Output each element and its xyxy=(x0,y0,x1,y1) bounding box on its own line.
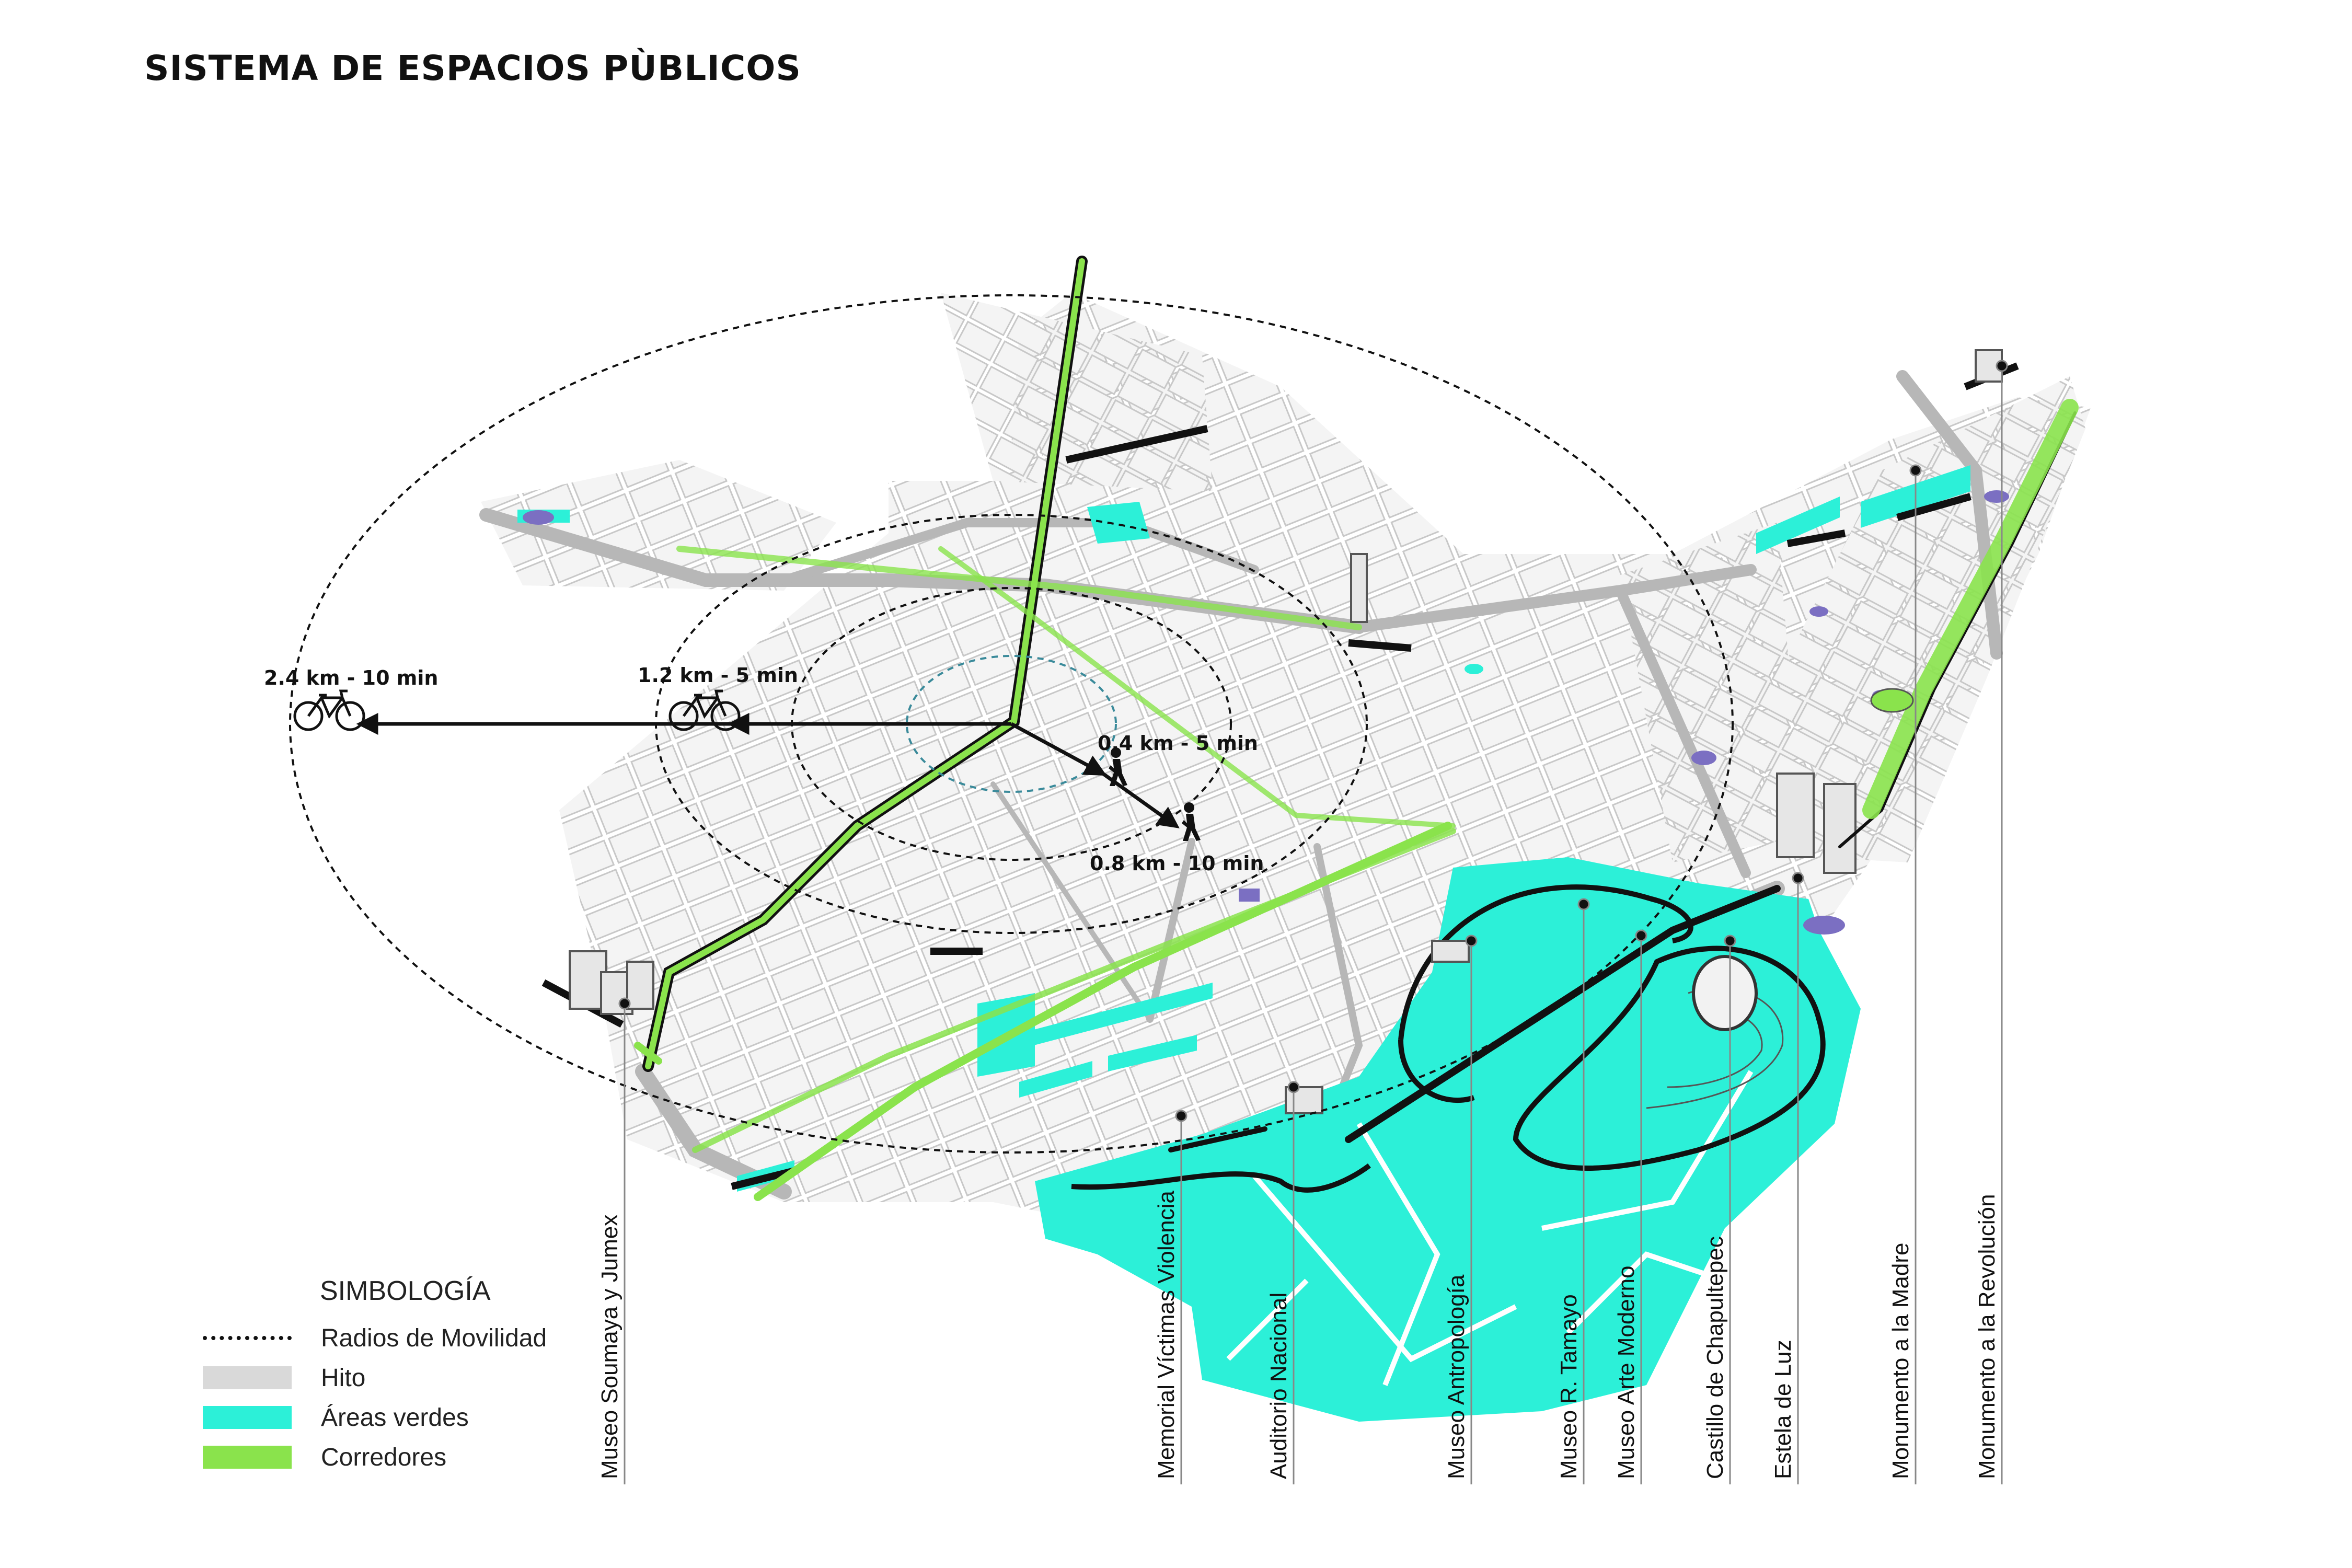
legend-item-radios: Radios de Movilidad xyxy=(203,1318,547,1358)
pedestrian-icon xyxy=(1109,747,1127,786)
legend: SIMBOLOGÍA Radios de Movilidad Hito Área… xyxy=(203,1275,547,1477)
landmark-label: Monumento a la Madre xyxy=(1888,1243,1913,1479)
landmark-label: Museo Soumaya y Jumex xyxy=(597,1215,622,1479)
legend-swatch-verde xyxy=(203,1406,292,1429)
radius-2400 xyxy=(289,294,1734,1154)
legend-label: Áreas verdes xyxy=(321,1403,469,1432)
distance-label-r2: 1.2 km - 5 min xyxy=(638,664,798,687)
legend-item-verde: Áreas verdes xyxy=(203,1398,547,1437)
landmark-label: Auditorio Nacional xyxy=(1266,1293,1292,1479)
landmark-label: Museo Antropología xyxy=(1444,1274,1469,1479)
legend-item-hito: Hito xyxy=(203,1358,547,1398)
landmark-label: Castillo de Chapultepec xyxy=(1702,1236,1728,1479)
landmark-label: Museo R. Tamayo xyxy=(1556,1294,1582,1479)
landmark-point xyxy=(1577,898,1590,910)
bicycle-icon xyxy=(668,689,741,731)
legend-item-corredor: Corredores xyxy=(203,1437,547,1477)
landmark-label: Estela de Luz xyxy=(1770,1340,1796,1479)
landmark-point xyxy=(1287,1081,1300,1093)
landmark-point xyxy=(1724,935,1736,947)
distance-label-r3: 0.4 km - 5 min xyxy=(1098,732,1258,755)
landmark-labels: Museo Soumaya y Jumex Memorial Víctimas V… xyxy=(597,1191,2000,1479)
legend-label: Radios de Movilidad xyxy=(321,1324,547,1352)
page-title: SISTEMA DE ESPACIOS PÙBLICOS xyxy=(144,48,801,88)
landmark-point xyxy=(1792,872,1804,884)
radius-400 xyxy=(906,655,1117,793)
landmark-point xyxy=(1175,1110,1187,1122)
legend-swatch-corredor xyxy=(203,1446,292,1469)
landmark-point xyxy=(1909,464,1922,477)
topo-lines xyxy=(1646,955,1784,1109)
bicycle-icon xyxy=(293,689,365,731)
hito-buildings xyxy=(569,349,2003,1114)
legend-swatch-dashed xyxy=(203,1336,292,1340)
pedestrian-icon xyxy=(1182,802,1201,841)
landmark-leaders xyxy=(618,360,2008,1484)
landmark-point xyxy=(1465,935,1478,947)
landmark-point xyxy=(618,997,631,1010)
landmark-label: Monumento a la Revolución xyxy=(1974,1194,2000,1479)
distance-label-r1: 2.4 km - 10 min xyxy=(264,666,438,689)
corridors xyxy=(634,256,2079,1201)
landmark-point xyxy=(1996,360,2008,372)
landmark-label: Museo Arte Moderno xyxy=(1613,1266,1639,1479)
legend-label: Corredores xyxy=(321,1443,447,1471)
legend-title: SIMBOLOGÍA xyxy=(320,1276,491,1306)
legend-swatch-hito xyxy=(203,1366,292,1389)
landmark-label: Memorial Víctimas Violencia xyxy=(1154,1191,1179,1479)
distance-label-r4: 0.8 km - 10 min xyxy=(1090,852,1264,875)
landmark-point xyxy=(1635,929,1647,942)
legend-label: Hito xyxy=(321,1364,366,1392)
